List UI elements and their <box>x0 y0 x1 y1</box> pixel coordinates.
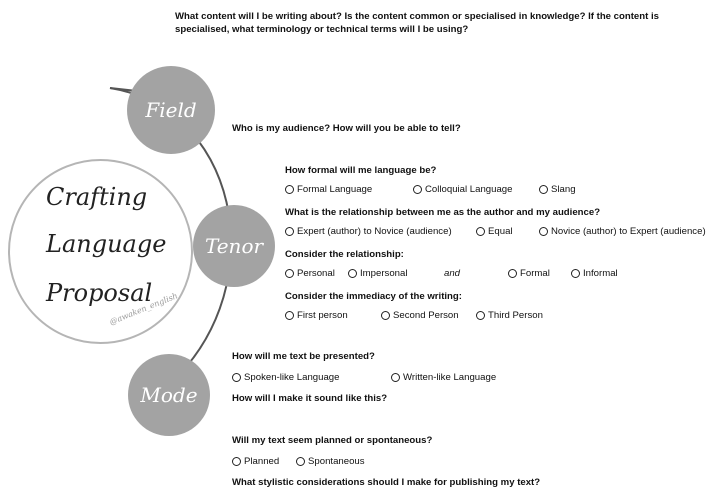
radio-icon <box>285 185 294 194</box>
radio-icon <box>381 311 390 320</box>
mode-label: Mode <box>140 383 198 407</box>
planned-question: Will my text seem planned or spontaneous… <box>232 435 433 446</box>
impersonal-option[interactable]: Impersonal <box>348 268 407 279</box>
sound-question: How will I make it sound like this? <box>232 393 388 404</box>
planned-option[interactable]: Planned <box>232 456 279 467</box>
radio-icon <box>476 311 485 320</box>
presented-question: How will me text be presented? <box>232 351 375 362</box>
content-question: What content will I be writing about? Is… <box>175 11 659 35</box>
field-label: Field <box>145 98 197 122</box>
radio-icon <box>285 269 294 278</box>
title-line-2: Language <box>46 230 167 258</box>
and-text: and <box>444 268 461 279</box>
equal-option[interactable]: Equal <box>476 226 513 237</box>
radio-icon <box>296 457 305 466</box>
spontaneous-option[interactable]: Spontaneous <box>296 456 365 467</box>
novice-to-expert-option[interactable]: Novice (author) to Expert (audience) <box>539 226 706 237</box>
third-person-option[interactable]: Third Person <box>476 310 543 321</box>
informal-option[interactable]: Informal <box>571 268 618 279</box>
tenor-circle: Tenor <box>193 205 275 287</box>
radio-icon <box>539 227 548 236</box>
expert-to-novice-option[interactable]: Expert (author) to Novice (audience) <box>285 226 452 237</box>
mode-circle: Mode <box>128 354 210 436</box>
radio-icon <box>571 269 580 278</box>
formal-option[interactable]: Formal <box>508 268 550 279</box>
radio-icon <box>391 373 400 382</box>
radio-icon <box>232 457 241 466</box>
title-line-3: Proposal <box>46 279 153 307</box>
audience-question: Who is my audience? How will you be able… <box>232 123 461 134</box>
slang-option[interactable]: Slang <box>539 184 576 195</box>
relationship-question: What is the relationship between me as t… <box>285 207 601 218</box>
title-line-1: Crafting <box>46 183 148 211</box>
radio-icon <box>285 227 294 236</box>
first-person-option[interactable]: First person <box>285 310 348 321</box>
formal-question: How formal will me language be? <box>285 165 437 176</box>
personal-option[interactable]: Personal <box>285 268 335 279</box>
spoken-like-option[interactable]: Spoken-like Language <box>232 372 339 383</box>
written-like-option[interactable]: Written-like Language <box>391 372 496 383</box>
consider-relationship-label: Consider the relationship: <box>285 249 404 260</box>
radio-icon <box>476 227 485 236</box>
stylistic-question: What stylistic considerations should I m… <box>232 477 541 488</box>
radio-icon <box>539 185 548 194</box>
colloquial-language-option[interactable]: Colloquial Language <box>413 184 512 195</box>
formal-language-option[interactable]: Formal Language <box>285 184 372 195</box>
second-person-option[interactable]: Second Person <box>381 310 459 321</box>
radio-icon <box>348 269 357 278</box>
radio-icon <box>508 269 517 278</box>
radio-icon <box>285 311 294 320</box>
title-circle <box>8 159 193 344</box>
radio-icon <box>232 373 241 382</box>
immediacy-question: Consider the immediacy of the writing: <box>285 291 462 302</box>
tenor-label: Tenor <box>204 234 264 258</box>
field-circle: Field <box>127 66 215 154</box>
radio-icon <box>413 185 422 194</box>
